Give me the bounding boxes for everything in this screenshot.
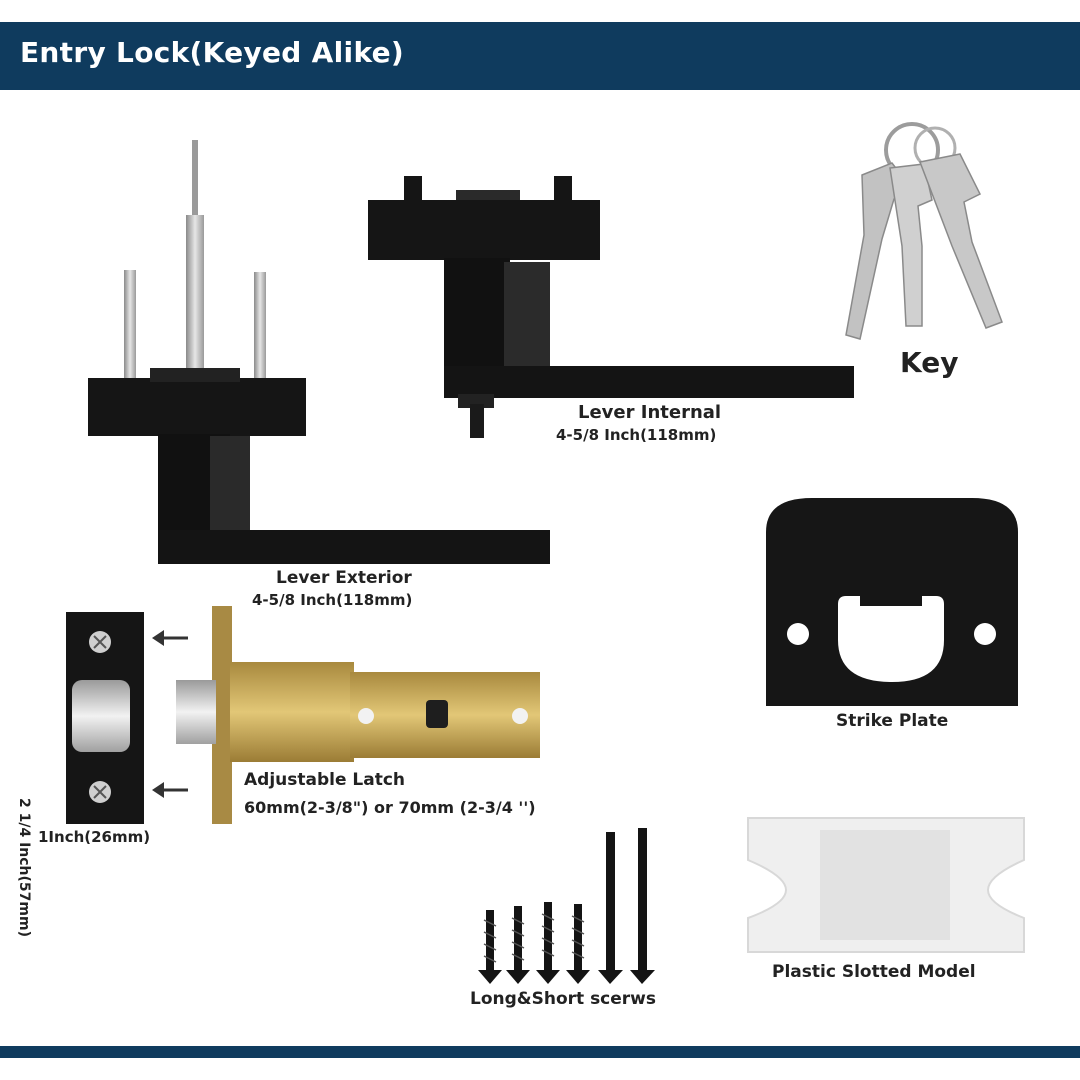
lever-exterior-image [88,140,550,564]
strike-plate-label: Strike Plate [836,711,949,731]
lever-exterior-label: Lever Exterior [276,568,412,588]
latch-width-label: 1Inch(26mm) [38,828,151,846]
adjustable-latch-label: Adjustable Latch [244,770,406,790]
screws-image [478,828,655,984]
key-label: Key [900,346,959,379]
plastic-slotted-label: Plastic Slotted Model [772,962,976,982]
latch-height-label: 2 1/4 Inch(57mm) [16,798,32,937]
lever-internal-size: 4-5/8 Inch(118mm) [556,426,717,444]
lever-exterior-size: 4-5/8 Inch(118mm) [252,591,413,609]
keys-image [845,122,1003,340]
footer-bar [0,1046,1080,1058]
lever-internal-label: Lever Internal [578,402,722,423]
page-title: Entry Lock(Keyed Alike) [20,36,404,69]
lever-internal-image [368,176,854,438]
header-banner: Entry Lock(Keyed Alike) [0,22,1080,90]
adjustable-latch-image [152,606,540,824]
plastic-slotted-image [747,817,1025,953]
adjustable-latch-size: 60mm(2-3/8") or 70mm (2-3/4 '') [244,798,536,817]
latch-faceplate-image [66,612,144,824]
screws-label: Long&Short scerws [470,989,656,1009]
strike-plate-image [766,498,1018,706]
